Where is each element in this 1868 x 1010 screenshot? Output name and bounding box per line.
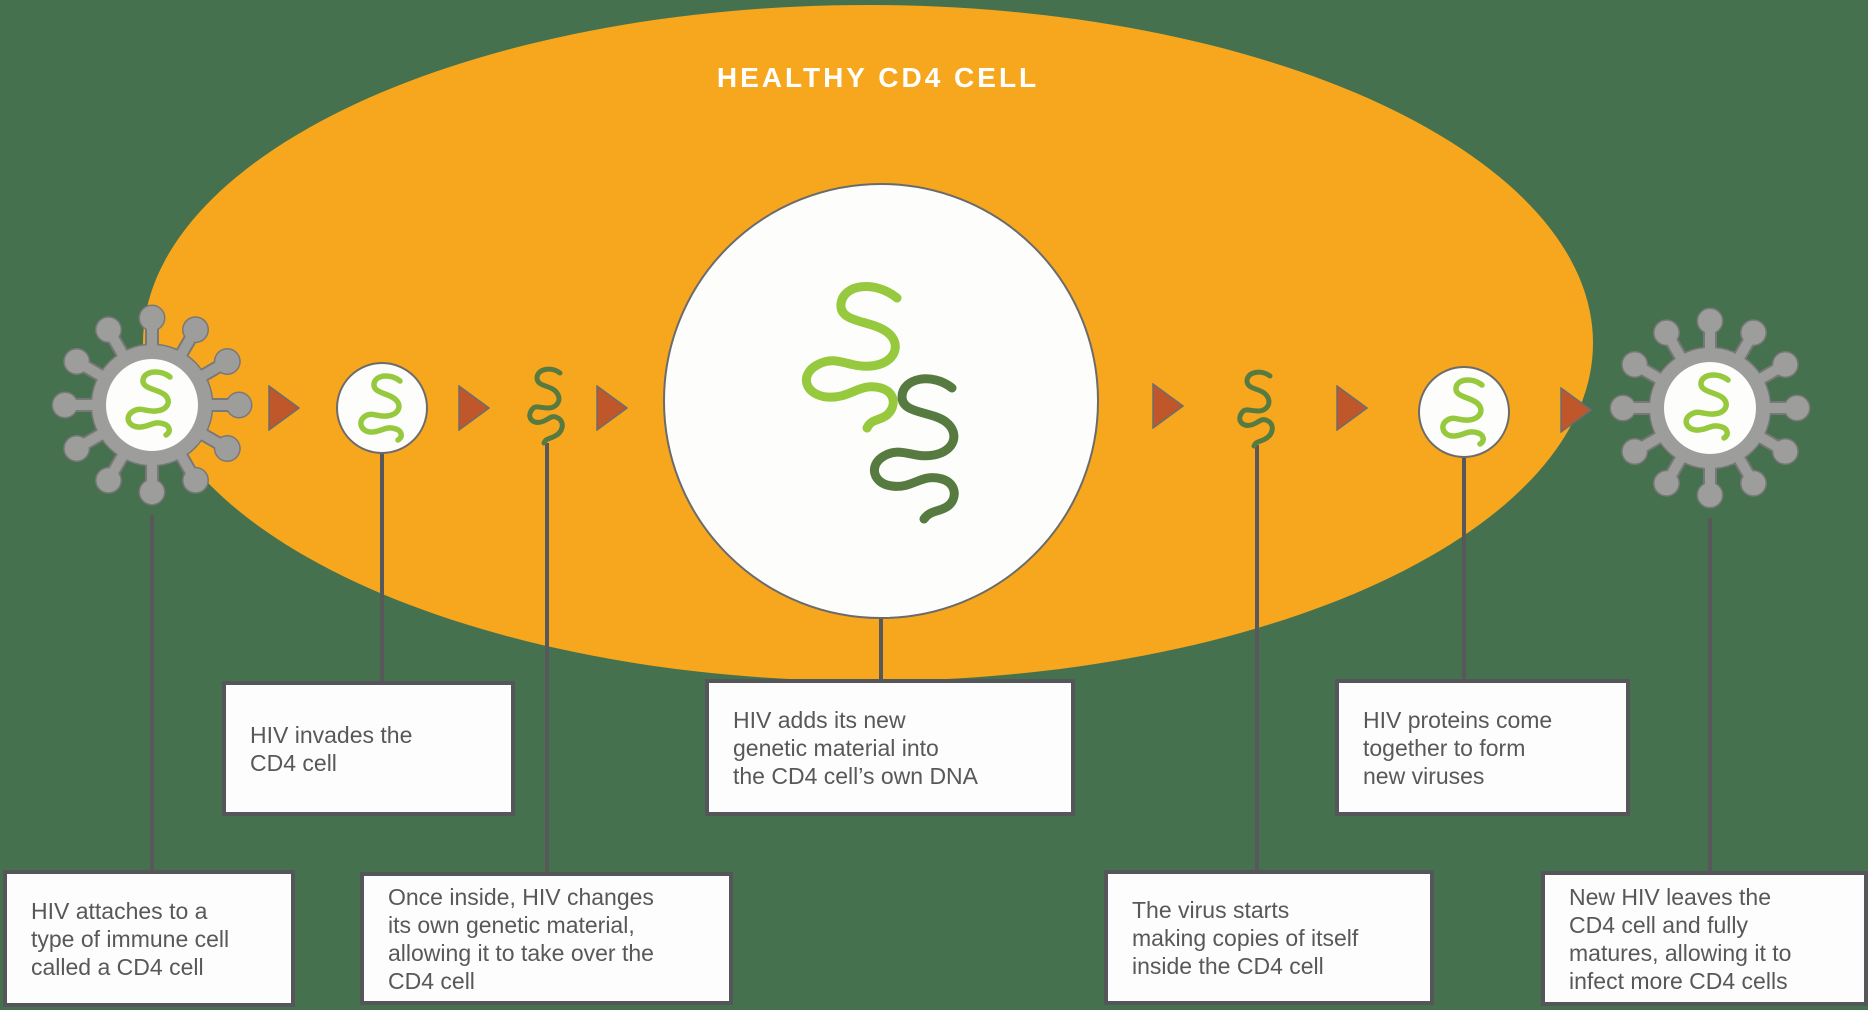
callout-invade: HIV invades the CD4 cell — [222, 681, 515, 816]
viral-rna-icon — [524, 365, 568, 447]
virus-core-icon — [336, 362, 428, 454]
callout-copy: The virus starts making copies of itself… — [1104, 870, 1434, 1005]
connector-line — [150, 515, 154, 870]
connector-line — [380, 450, 384, 681]
connector-line — [1255, 445, 1259, 870]
cell-title: HEALTHY CD4 CELL — [716, 62, 1040, 93]
callout-integrate: HIV adds its new genetic material into t… — [705, 679, 1075, 816]
connector-line — [879, 612, 883, 679]
virus-core-icon — [1418, 366, 1510, 458]
arrow-right-icon — [1336, 385, 1368, 431]
arrow-right-icon — [1560, 387, 1592, 433]
new-hiv-virion-icon — [1604, 302, 1816, 514]
rna-strand-dark-icon — [852, 372, 1012, 530]
viral-rna-icon — [1234, 368, 1278, 450]
callout-attach: HIV attaches to a type of immune cell ca… — [3, 870, 295, 1007]
connector-line — [1708, 518, 1712, 871]
callout-assemble: HIV proteins come together to form new v… — [1335, 679, 1630, 816]
arrow-right-icon — [458, 385, 490, 431]
cell-nucleus-icon — [663, 183, 1099, 619]
connector-line — [545, 443, 549, 872]
arrow-right-icon — [596, 385, 628, 431]
callout-leave: New HIV leaves the CD4 cell and fully ma… — [1541, 871, 1868, 1006]
connector-line — [1462, 455, 1466, 679]
hiv-virion-icon — [46, 299, 258, 511]
arrow-right-icon — [1152, 383, 1184, 429]
callout-change: Once inside, HIV changes its own genetic… — [360, 872, 733, 1005]
arrow-right-icon — [268, 385, 300, 431]
